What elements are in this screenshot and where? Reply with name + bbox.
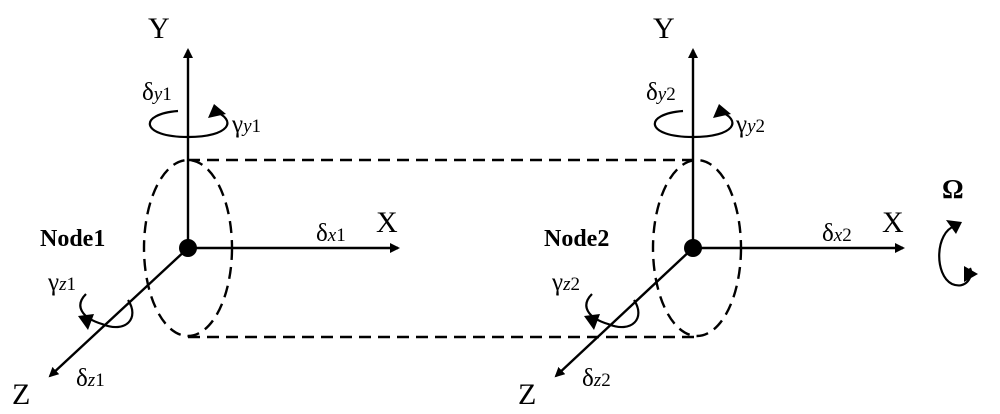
node2-rotation-y-arrowhead <box>713 104 731 118</box>
node1-label: Node1 <box>40 226 105 252</box>
node1-rotation-y-arrowhead <box>208 104 226 118</box>
node1-z-axis-label: Z <box>12 378 30 411</box>
node2-point <box>684 239 702 257</box>
node2-rotation-y-arc <box>653 109 734 139</box>
node2-label: Node2 <box>544 226 609 252</box>
node1-rotation-z-arrowhead <box>78 314 94 330</box>
node2-delta-z-label: δz2 <box>582 365 611 392</box>
node1-rotation-y-arc <box>148 109 229 139</box>
node2-gamma-y-label: γy2 <box>735 111 765 138</box>
node2-z-axis-label: Z <box>518 378 536 411</box>
node1-gamma-y-label: γy1 <box>231 111 261 138</box>
spin-rotation-arrowhead-bottom <box>964 266 978 282</box>
node1-gamma-z-label: γz1 <box>47 269 76 296</box>
node1-group: Y X Z Node1 δy1 γy1 δx1 γz1 δz1 <box>12 12 400 411</box>
omega-label: Ω <box>942 174 964 204</box>
node1-point <box>179 239 197 257</box>
node1-delta-x-label: δx1 <box>316 220 346 247</box>
node1-rotation-z-arc <box>79 293 134 329</box>
node1-delta-y-label: δy1 <box>142 79 172 106</box>
node2-x-axis-label: X <box>882 206 904 239</box>
node2-delta-y-label: δy2 <box>646 79 676 106</box>
node1-z-axis-arrow <box>48 247 189 378</box>
node2-rotation-z-arrowhead <box>584 314 600 330</box>
node2-y-axis-label: Y <box>653 12 675 45</box>
node2-rotation-z-arc <box>585 293 640 329</box>
spin-rotation-group: Ω <box>938 174 978 287</box>
node2-delta-x-label: δx2 <box>822 220 852 247</box>
node2-group: Y X Z Node2 δy2 γy2 δx2 γz2 δz2 <box>518 12 905 411</box>
node2-gamma-z-label: γz2 <box>551 269 580 296</box>
node1-x-axis-label: X <box>376 206 398 239</box>
spin-rotation-arrowhead-top <box>946 220 962 234</box>
node2-z-axis-arrow <box>554 247 694 378</box>
node1-y-axis-label: Y <box>148 12 170 45</box>
node1-delta-z-label: δz1 <box>76 365 105 392</box>
